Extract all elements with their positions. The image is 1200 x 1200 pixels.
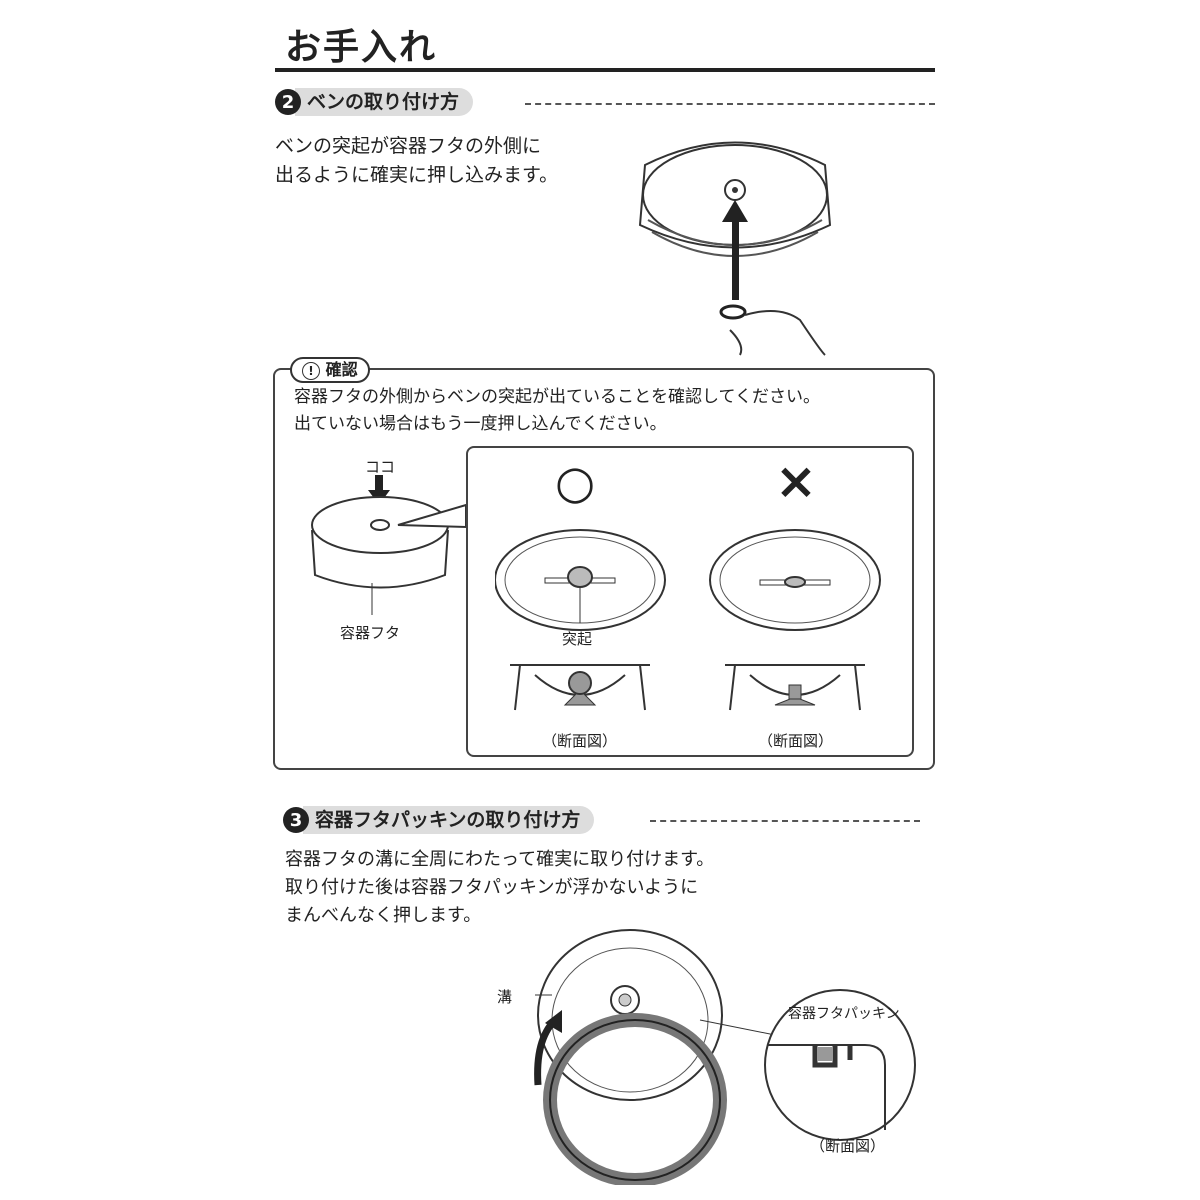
title-divider (275, 68, 935, 72)
text-line: 出るように確実に押し込みます。 (275, 164, 559, 186)
lid-illustration-vent (638, 141, 832, 356)
confirm-text: 容器フタの外側からベンの突起が出ていることを確認してください。 出ていない場合は… (294, 384, 820, 438)
page-title: お手入れ (285, 27, 438, 68)
text-line: 取り付けた後は容器フタパッキンが浮かないように (285, 877, 699, 898)
exclamation-icon: ! (302, 362, 320, 380)
bad-section-label: （断面図） (758, 732, 834, 750)
section2-number: 2 (275, 89, 301, 115)
here-label: ココ (365, 458, 396, 476)
lid-closeup-illustration (311, 475, 467, 615)
text-line: 出ていない場合はもう一度押し込んでください。 (294, 414, 667, 434)
good-mark: ○ (555, 455, 596, 509)
gasket-section-label: （断面図） (810, 1137, 886, 1155)
section2-header: 2 ベンの取り付け方 (275, 88, 474, 116)
rotate-arrow-icon (545, 1010, 562, 1033)
cross-section-illustrations (495, 529, 881, 711)
text-line: 容器フタの溝に全周にわたって確実に取り付けます。 (285, 849, 715, 870)
gasket-label: 容器フタパッキン (788, 1006, 900, 1022)
text-line: 容器フタの外側からベンの突起が出ていることを確認してください。 (294, 387, 820, 407)
text-line: ベンの突起が容器フタの外側に (275, 135, 542, 157)
protrusion-label: 突起 (562, 630, 593, 648)
gasket-illustration (534, 929, 916, 1185)
confirm-label: 確認 (325, 360, 358, 379)
section3-header: 3 容器フタパッキンの取り付け方 (283, 806, 595, 834)
section2-dash-line (525, 103, 935, 105)
lid-label: 容器フタ (340, 624, 401, 642)
section3-heading: 容器フタパッキンの取り付け方 (303, 806, 595, 834)
section2-heading: ベンの取り付け方 (295, 88, 474, 116)
good-section-label: （断面図） (542, 732, 618, 750)
confirm-box (273, 368, 935, 770)
confirm-badge: ! 確認 (290, 357, 370, 383)
section3-number: 3 (283, 807, 309, 833)
bad-mark: × (775, 452, 817, 510)
section3-dash-line (650, 820, 920, 822)
section3-text: 容器フタの溝に全周にわたって確実に取り付けます。 取り付けた後は容器フタパッキン… (285, 846, 714, 930)
text-line: まんべんなく押します。 (285, 905, 482, 926)
groove-label: 溝 (497, 988, 513, 1006)
section2-text: ベンの突起が容器フタの外側に 出るように確実に押し込みます。 (275, 132, 558, 190)
